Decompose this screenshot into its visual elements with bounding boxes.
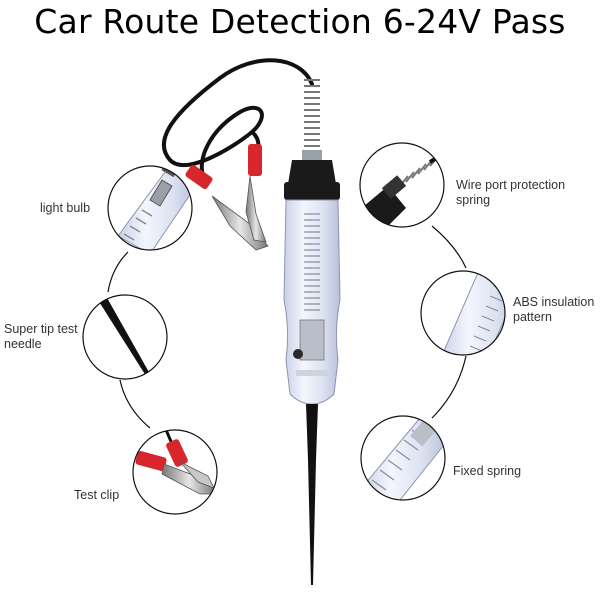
detail-circle-tip-needle xyxy=(82,294,168,380)
page-title: Car Route Detection 6-24V Pass xyxy=(34,2,566,41)
label-fixed-spring: Fixed spring xyxy=(453,464,522,478)
detail-circle-light-bulb xyxy=(107,165,193,251)
label-super-tip-line1: Super tip test xyxy=(4,322,78,336)
detail-circle-abs-pattern xyxy=(420,270,506,356)
detail-circle-test-clip xyxy=(132,429,218,515)
label-light-bulb: light bulb xyxy=(40,201,91,215)
test-cable xyxy=(162,58,314,180)
label-wire-port-line2: spring xyxy=(456,193,491,207)
label-test-clip: Test clip xyxy=(74,488,120,502)
label-wire-port-line1: Wire port protection xyxy=(456,178,566,192)
detail-circle-fixed-spring xyxy=(360,415,446,501)
label-wire-port: Wire port protection spring xyxy=(456,178,565,208)
detail-circle-wire-port xyxy=(359,142,445,228)
circuit-tester-main xyxy=(283,79,341,585)
label-super-tip-needle: Super tip test needle xyxy=(4,322,78,352)
label-abs-line2: pattern xyxy=(513,310,552,324)
callout-arc-left xyxy=(107,251,151,429)
label-abs-line1: ABS insulation xyxy=(513,295,595,309)
callout-arc-right xyxy=(431,225,467,419)
label-super-tip-line2: needle xyxy=(4,337,42,351)
label-abs-pattern: ABS insulation pattern xyxy=(513,295,594,325)
red-alligator-clip-main xyxy=(185,144,269,251)
